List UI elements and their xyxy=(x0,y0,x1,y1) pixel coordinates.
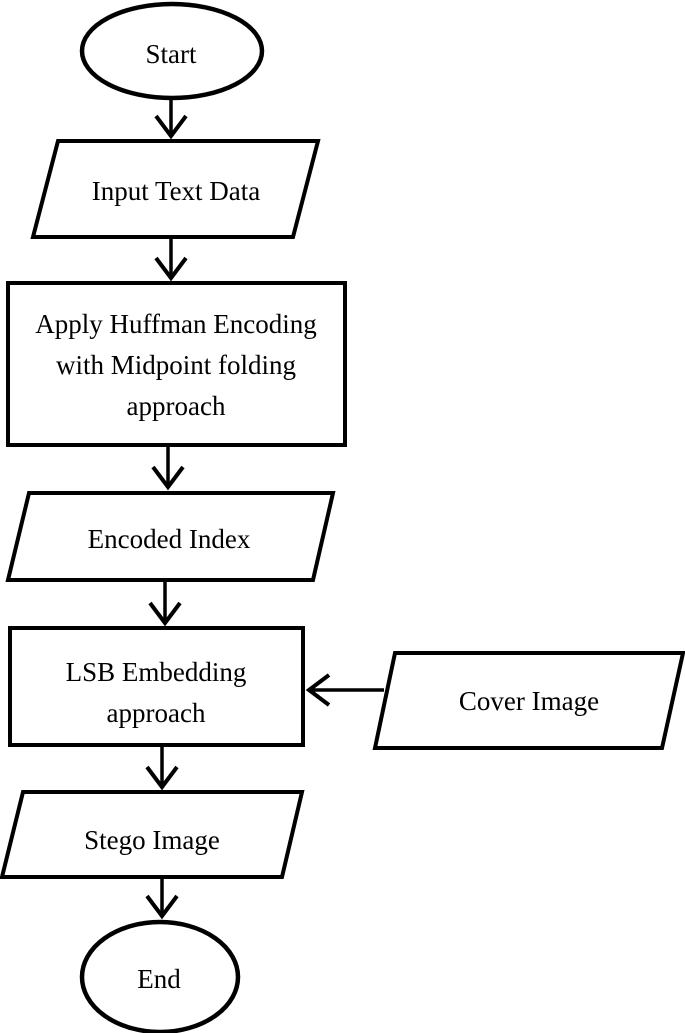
input-text-data-shape xyxy=(30,139,321,239)
cover-image-label: Cover Image xyxy=(459,686,599,716)
huffman-encoding-label-line1: Apply Huffman Encoding xyxy=(35,309,316,339)
encoded-index-shape xyxy=(5,491,336,582)
input-text-data-label: Input Text Data xyxy=(92,176,261,206)
lsb-embedding-node: LSB Embedding approach xyxy=(8,626,305,747)
huffman-encoding-label-line3: approach xyxy=(127,391,226,421)
end-shape xyxy=(79,919,241,1033)
encoded-index-node: Encoded Index xyxy=(5,491,336,582)
stego-image-node: Stego Image xyxy=(0,790,305,879)
start-label: Start xyxy=(146,39,197,69)
cover-image-node: Cover Image xyxy=(372,651,685,750)
encoded-index-label: Encoded Index xyxy=(88,524,251,554)
start-node: Start xyxy=(79,1,265,101)
stego-image-label: Stego Image xyxy=(84,825,220,855)
stego-image-shape xyxy=(0,790,305,879)
lsb-embedding-label-line1: LSB Embedding xyxy=(66,657,247,687)
lsb-embedding-label-line2: approach xyxy=(107,698,206,728)
cover-image-shape xyxy=(372,651,685,750)
huffman-encoding-shape xyxy=(6,281,347,447)
input-text-data-node: Input Text Data xyxy=(30,139,321,239)
end-node: End xyxy=(79,919,241,1033)
huffman-encoding-label-line2: with Midpoint folding xyxy=(56,350,296,380)
huffman-encoding-node: Apply Huffman Encoding with Midpoint fol… xyxy=(6,281,347,447)
lsb-embedding-shape xyxy=(8,626,305,747)
end-label: End xyxy=(137,964,181,994)
